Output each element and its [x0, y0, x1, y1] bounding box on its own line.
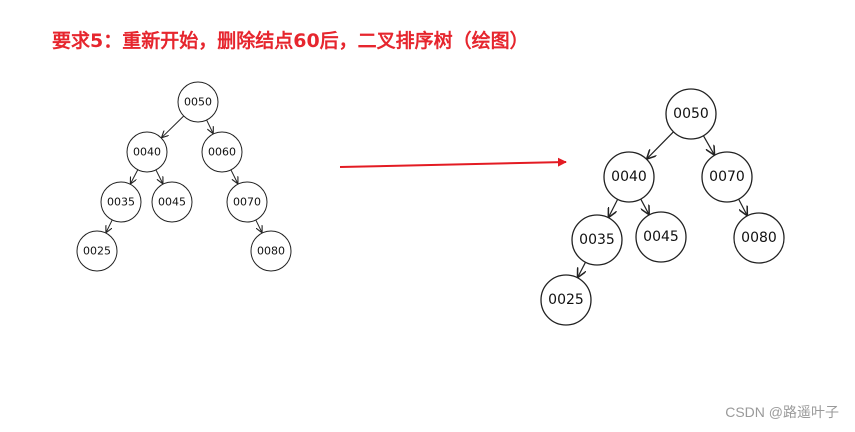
node-label: 0050: [184, 96, 212, 109]
node-circle: [100, 181, 142, 223]
node-label: 0070: [709, 169, 745, 185]
before-tree: 0050 0040 0060 0035 0045 0070 0025 0080: [76, 81, 292, 272]
tree-node-0045: 0045: [151, 181, 193, 223]
tree-node-0070: 0070: [701, 151, 753, 203]
tree-node-0040: 0040: [126, 131, 168, 173]
tree-edge-n60-n70: [230, 169, 238, 183]
node-circle: [603, 151, 655, 203]
node-label: 0025: [548, 292, 584, 308]
tree-node-0070: 0070: [226, 181, 268, 223]
node-label: 0040: [611, 169, 647, 185]
tree-node-0040: 0040: [603, 151, 655, 203]
node-label: 0070: [233, 196, 261, 209]
node-circle: [151, 181, 193, 223]
node-label: 0035: [579, 232, 615, 248]
after-tree: 0050 0040 0070 0035 0045 0080 0025: [540, 88, 785, 326]
node-label: 0050: [673, 106, 709, 122]
page-title: 要求5：重新开始，删除结点60后，二叉排序树（绘图）: [52, 30, 529, 52]
tree-edge-m35-m25: [578, 261, 586, 277]
node-label: 0080: [257, 245, 285, 258]
node-label: 0035: [107, 196, 135, 209]
tree-edge-n40-n35: [131, 169, 139, 184]
tree-edge-m50-m40: [647, 131, 674, 159]
node-label: 0045: [643, 229, 679, 245]
tree-edge-m40-m35: [609, 199, 619, 217]
tree-edge-n50-n60: [206, 119, 213, 133]
transform-arrow: [339, 157, 567, 168]
tree-edge-n40-n45: [155, 169, 163, 183]
node-circle: [571, 214, 623, 266]
watermark: CSDN @路遥叶子: [725, 404, 839, 420]
tree-edge-m70-m80: [738, 198, 747, 215]
node-label: 0040: [133, 146, 161, 159]
tree-node-0025: 0025: [540, 274, 592, 326]
tree-edge-m50-m70: [702, 135, 714, 155]
node-circle: [635, 211, 687, 263]
tree-node-0035: 0035: [571, 214, 623, 266]
node-label: 0060: [208, 146, 236, 159]
tree-edge-n70-n80: [255, 219, 262, 232]
node-label: 0080: [741, 230, 777, 246]
tree-edge-m40-m45: [640, 198, 649, 214]
node-circle: [177, 81, 219, 123]
node-label: 0025: [83, 245, 111, 258]
node-circle: [733, 212, 785, 264]
tree-node-0050: 0050: [665, 88, 717, 140]
tree-node-0050: 0050: [177, 81, 219, 123]
tree-node-0025: 0025: [76, 230, 118, 272]
tree-node-0035: 0035: [100, 181, 142, 223]
node-circle: [201, 131, 243, 173]
node-circle: [665, 88, 717, 140]
node-label: 0045: [158, 196, 186, 209]
node-circle: [126, 131, 168, 173]
tree-node-0080: 0080: [733, 212, 785, 264]
tree-edge-n35-n25: [106, 219, 113, 232]
node-circle: [250, 230, 292, 272]
node-circle: [540, 274, 592, 326]
tree-node-0045: 0045: [635, 211, 687, 263]
tree-edge-n50-n40: [162, 115, 185, 137]
tree-node-0080: 0080: [250, 230, 292, 272]
node-circle: [76, 230, 118, 272]
tree-node-0060: 0060: [201, 131, 243, 173]
node-circle: [701, 151, 753, 203]
node-circle: [226, 181, 268, 223]
